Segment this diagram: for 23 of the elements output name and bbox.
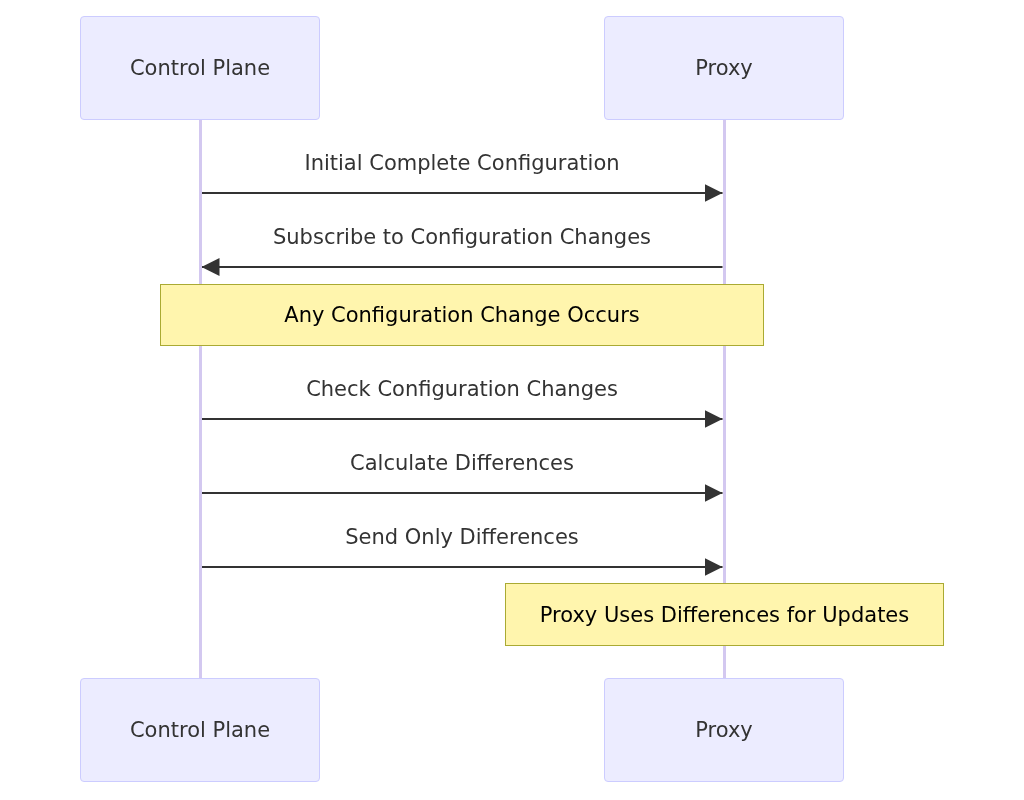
- participant-box: [80, 16, 320, 120]
- message-arrow: [200, 410, 724, 428]
- lifeline: [198, 120, 202, 678]
- node-label: Control Plane: [129, 718, 271, 742]
- node-label: Proxy Uses Differences for Updates: [539, 602, 910, 627]
- message-arrow: [200, 558, 724, 576]
- message-label: Check Configuration Changes: [304, 377, 620, 401]
- message-label: Send Only Differences: [343, 525, 581, 549]
- message-arrow: [200, 258, 724, 276]
- note-box: [505, 583, 944, 646]
- participant-box: [604, 16, 844, 120]
- message-arrow: [200, 184, 724, 202]
- participant-box: [80, 678, 320, 782]
- node-label: Proxy: [695, 56, 753, 80]
- node-label: Proxy: [695, 718, 753, 742]
- node-label: Control Plane: [129, 56, 271, 80]
- participant-box: [604, 678, 844, 782]
- lifeline: [722, 646, 726, 678]
- note-box: [160, 284, 764, 346]
- message-label: Subscribe to Configuration Changes: [271, 225, 653, 249]
- node-label: Any Configuration Change Occurs: [284, 303, 640, 327]
- message-arrow: [200, 484, 724, 502]
- lifeline: [722, 120, 726, 583]
